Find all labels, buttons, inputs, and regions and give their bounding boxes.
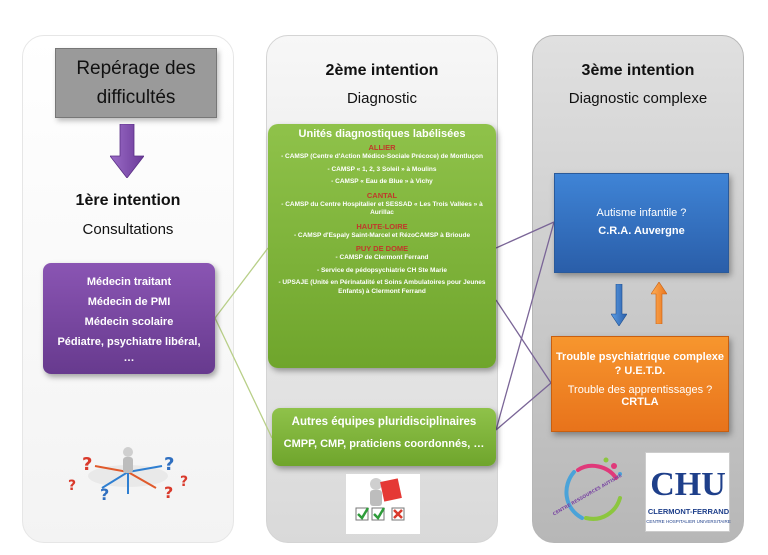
- unit-item: - CAMSP (Centre d'Action Médico-Sociale …: [281, 153, 483, 160]
- consultations-box: Médecin traitant Médecin de PMI Médecin …: [43, 263, 215, 374]
- dept-puy-de-dome: PUY DE DOME: [355, 244, 409, 253]
- unit-item: - UPSAJE (Unité en Périnatalité et Soins…: [278, 279, 486, 295]
- autism-question: Autisme infantile ?: [596, 207, 687, 219]
- complex-disorders-box: Trouble psychiatrique complexe ? U.E.T.D…: [551, 336, 729, 432]
- arrow-down-icon: [110, 124, 144, 178]
- chu-letters: CHU: [650, 466, 726, 503]
- dept-allier: ALLIER: [368, 143, 396, 152]
- first-intention-subtitle: Consultations: [82, 221, 174, 238]
- other-teams-title: Autres équipes pluridisciplinaires: [291, 416, 477, 428]
- unit-item: - CAMSP d'Espaly Saint-Marcel et RézoCAM…: [293, 231, 471, 239]
- chu-subtitle: CENTRE HOSPITALIER UNIVERSITAIRE: [646, 519, 731, 524]
- consult-item: …: [123, 352, 135, 364]
- unit-item: - CAMSP du Centre Hospitalier et SESSAD …: [281, 200, 483, 217]
- chu-logo: CHU CLERMONT-FERRAND CENTRE HOSPITALIER …: [645, 452, 731, 532]
- consult-item: Pédiatre, psychiatre libéral,: [57, 336, 201, 348]
- second-intention-subtitle: Diagnostic: [346, 90, 418, 107]
- reperage-box: Repérage des difficultés: [55, 48, 217, 118]
- chu-letters-graphic: CHU: [650, 466, 726, 503]
- dept-haute-loire: HAUTE-LOIRE: [356, 221, 408, 231]
- question-mark: ?: [68, 478, 76, 494]
- second-intention-title: 2ème intention: [325, 62, 439, 79]
- arrow-up-orange-icon: [651, 282, 667, 324]
- question-mark: ?: [100, 485, 109, 504]
- third-intention-subtitle: Diagnostic complexe: [568, 90, 708, 107]
- unit-item: - CAMSP de Clermont Ferrand: [335, 254, 429, 261]
- cra-logo: CENTRE RESSOURCES AUTISME: [552, 457, 623, 521]
- psychiatric-disorder: Trouble psychiatrique complexe ? U.E.T.D…: [555, 351, 725, 377]
- other-teams-box: Autres équipes pluridisciplinaires CMPP,…: [272, 408, 496, 466]
- reperage-text: Repérage des difficultés: [76, 58, 196, 108]
- unit-item: - Service de pédopsychiatrie CH Ste Mari…: [316, 266, 448, 274]
- checklist-illustration: [346, 474, 420, 534]
- first-intention-title: 1ère intention: [75, 192, 181, 209]
- autism-box: Autisme infantile ? C.R.A. Auvergne: [554, 173, 729, 273]
- unit-item: - CAMSP « 1, 2, 3 Soleil » à Moulins: [327, 165, 437, 173]
- consult-item: Médecin traitant: [86, 276, 172, 288]
- crtla: CRTLA: [621, 396, 659, 408]
- people-question-illustration: ? ? ? ? ? ?: [68, 447, 188, 504]
- question-mark: ?: [82, 454, 92, 475]
- labelled-units-box: Unités diagnostiques labélisées ALLIER -…: [268, 124, 496, 368]
- labelled-units-title: Unités diagnostiques labélisées: [298, 128, 466, 140]
- chu-name: CLERMONT-FERRAND: [647, 507, 730, 516]
- unit-item: - CAMSP « Eau de Blue » à Vichy: [331, 178, 433, 185]
- arrow-down-blue-icon: [611, 284, 627, 326]
- third-intention-title: 3ème intention: [581, 62, 695, 79]
- question-mark: ?: [164, 483, 173, 502]
- consult-item: Médecin scolaire: [84, 316, 174, 328]
- dept-cantal: CANTAL: [366, 190, 398, 200]
- other-teams-detail: CMPP, CMP, praticiens coordonnés, …: [283, 438, 485, 450]
- question-mark: ?: [164, 454, 174, 475]
- question-mark: ?: [180, 474, 188, 490]
- learning-disorder-question: Trouble des apprentissages ?: [567, 384, 713, 396]
- consult-item: Médecin de PMI: [87, 296, 171, 308]
- cra-auvergne: C.R.A. Auvergne: [598, 225, 685, 237]
